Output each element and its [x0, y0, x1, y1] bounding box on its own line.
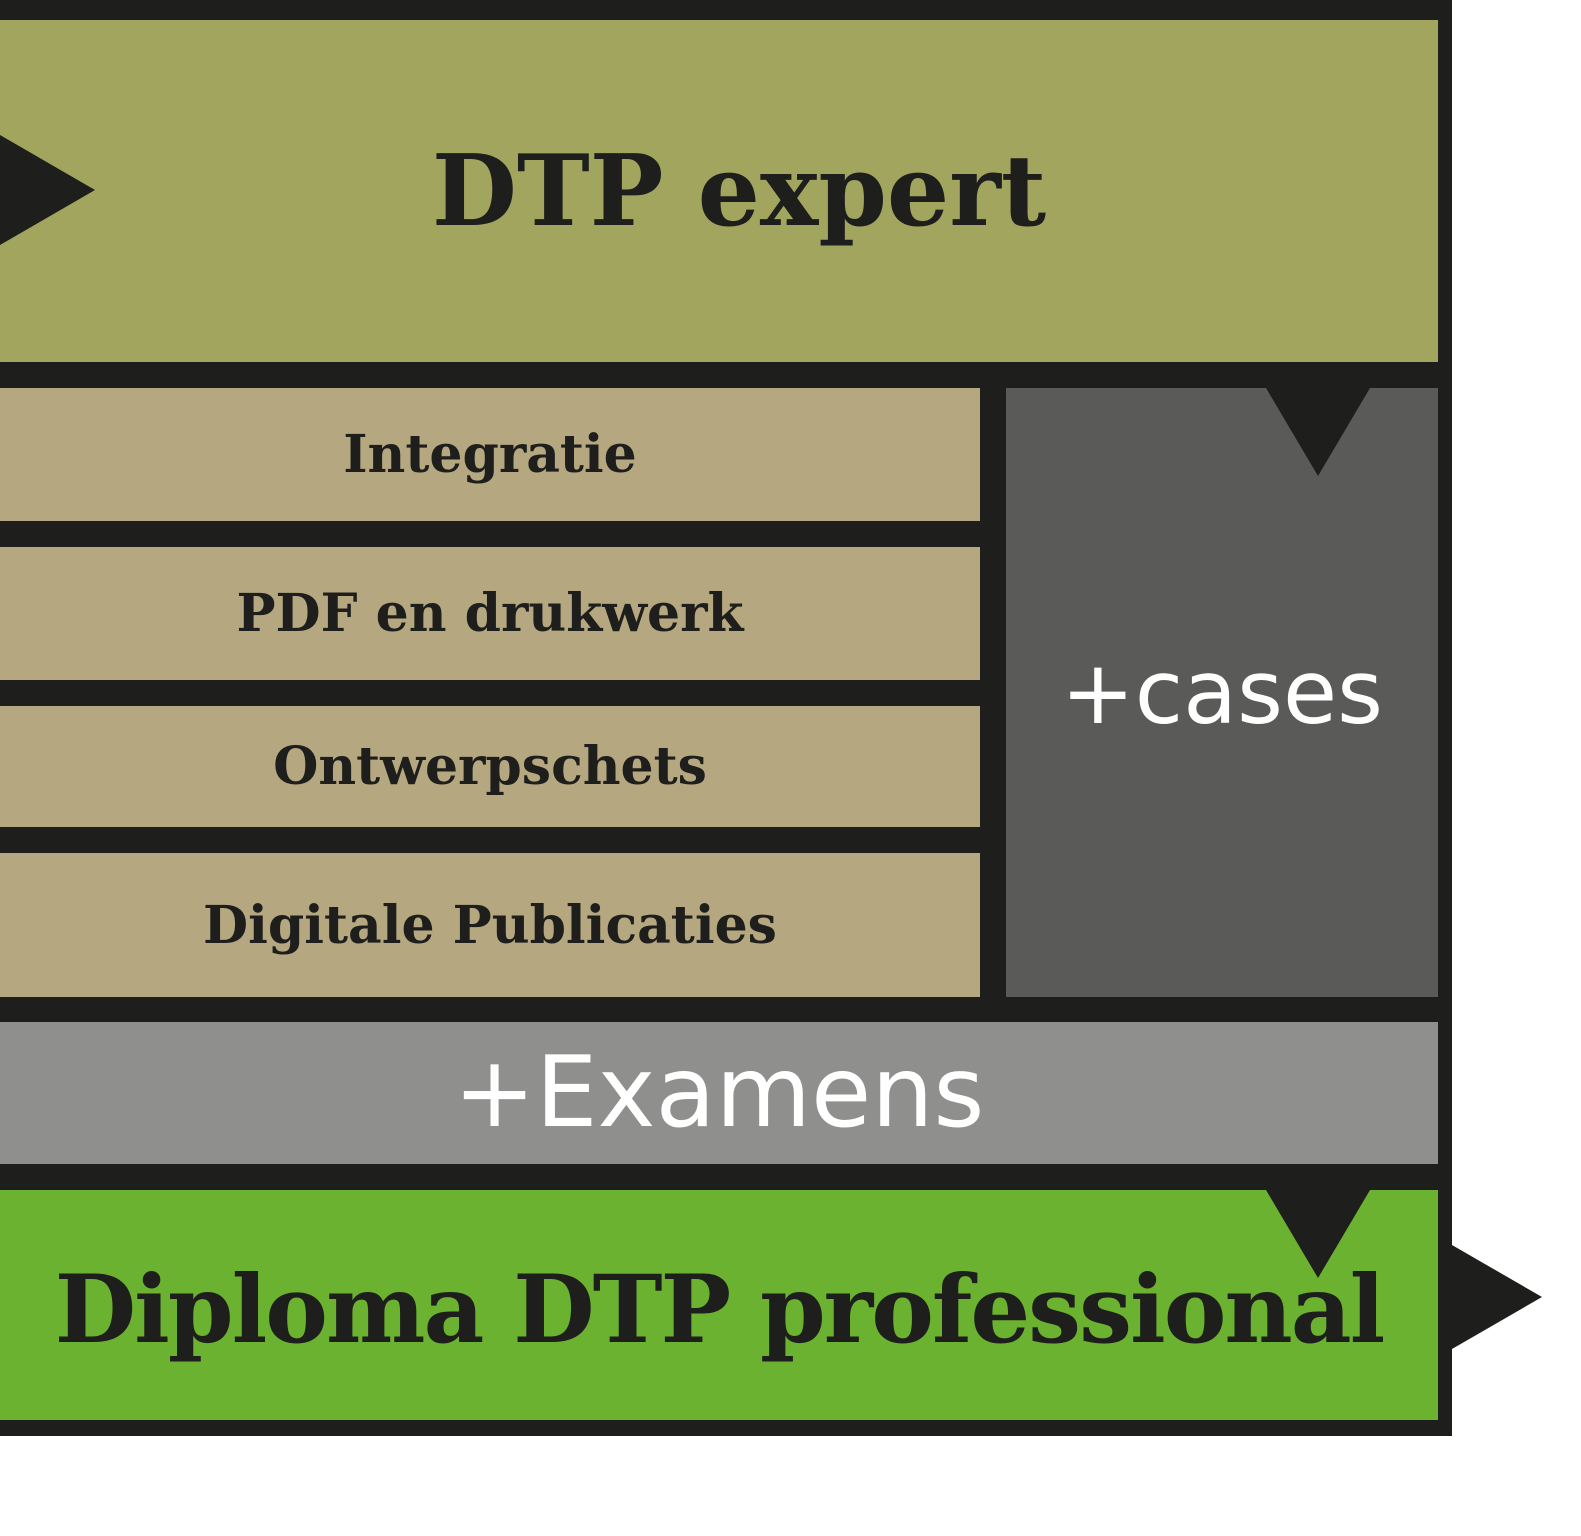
right-pointing-arrow-icon — [1452, 1245, 1542, 1349]
module-label: Ontwerpschets — [273, 736, 707, 797]
module-integratie: Integratie — [0, 388, 980, 521]
module-label: PDF en drukwerk — [236, 583, 744, 644]
module-label: Digitale Publicaties — [203, 894, 777, 956]
diploma-label: Diploma DTP professional — [54, 1255, 1386, 1365]
examens-label: +Examens — [453, 1036, 985, 1150]
dtp-expert-label: DTP expert — [431, 133, 1047, 249]
down-pointing-arrow-icon — [1266, 1190, 1370, 1278]
module-digitale-publicaties: Digitale Publicaties — [0, 853, 980, 997]
module-pdf-en-drukwerk: PDF en drukwerk — [0, 547, 980, 680]
right-pointing-arrow-icon — [0, 135, 95, 245]
module-ontwerpschets: Ontwerpschets — [0, 706, 980, 827]
cases-box: +cases — [1006, 388, 1438, 997]
down-pointing-arrow-icon — [1266, 388, 1370, 476]
cases-label: +cases — [1061, 641, 1383, 744]
dtp-expert-box: DTP expert — [0, 20, 1438, 362]
module-label: Integratie — [343, 424, 637, 485]
diploma-box: Diploma DTP professional — [0, 1190, 1438, 1420]
examens-box: +Examens — [0, 1022, 1438, 1164]
